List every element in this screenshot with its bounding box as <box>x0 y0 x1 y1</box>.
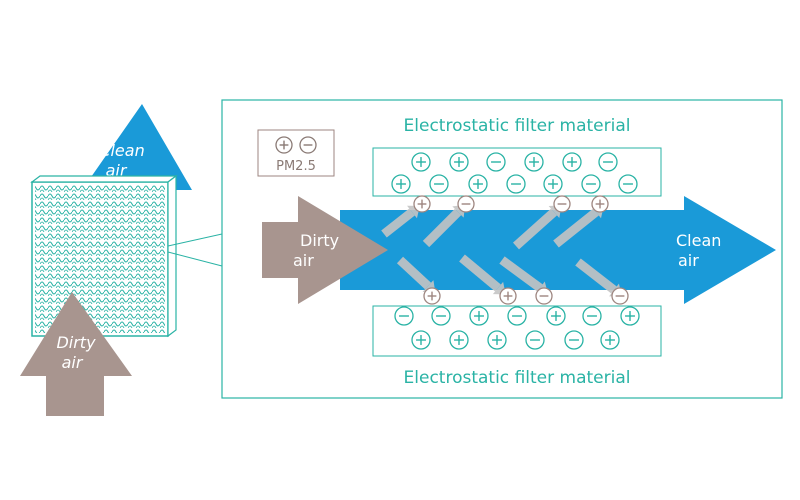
minus-charge-icon <box>525 330 545 350</box>
charged-particles <box>413 195 629 305</box>
pm-legend-icons <box>275 136 317 154</box>
particle-plus-icon <box>413 195 431 213</box>
plus-charge-icon <box>391 174 411 194</box>
plus-charge-icon <box>411 152 431 172</box>
plus-charge-icon <box>469 306 489 326</box>
filter-block <box>30 174 178 338</box>
minus-charge-icon <box>507 306 527 326</box>
pm-legend-box <box>257 129 335 177</box>
particle-plus-icon <box>423 287 441 305</box>
pm-plus-icon <box>275 136 293 154</box>
minus-charge-icon <box>394 306 414 326</box>
minus-charge-icon <box>598 152 618 172</box>
top-material-title: Electrostatic filter material <box>404 116 631 136</box>
plus-charge-icon <box>546 306 566 326</box>
outer-dirty-air-label-1: Dirty <box>56 333 96 352</box>
outer-clean-air-arrow <box>82 104 192 232</box>
plus-charge-icon <box>524 152 544 172</box>
inner-dirty-air-arrow <box>262 196 388 304</box>
inner-clean-air-label-1: Clean <box>676 231 721 250</box>
particle-plus-icon <box>499 287 517 305</box>
zoom-line-bottom <box>167 251 223 267</box>
minus-charge-icon <box>581 174 601 194</box>
plus-charge-icon <box>620 306 640 326</box>
zoom-line-top <box>167 233 223 247</box>
top-panel-charges <box>391 152 638 194</box>
plus-charge-icon <box>449 152 469 172</box>
outer-clean-air-label-2: air <box>106 161 128 180</box>
plus-charge-icon <box>487 330 507 350</box>
plus-charge-icon <box>449 330 469 350</box>
particle-minus-icon <box>553 195 571 213</box>
particle-minus-icon <box>535 287 553 305</box>
minus-charge-icon <box>506 174 526 194</box>
minus-charge-icon <box>431 306 451 326</box>
pm-minus-icon <box>299 136 317 154</box>
particle-plus-icon <box>591 195 609 213</box>
minus-charge-icon <box>618 174 638 194</box>
minus-charge-icon <box>486 152 506 172</box>
particle-minus-icon <box>457 195 475 213</box>
inner-dirty-air-label-2: air <box>293 251 314 270</box>
plus-charge-icon <box>543 174 563 194</box>
minus-charge-icon <box>429 174 449 194</box>
outer-clean-air-label-1: Clean <box>99 141 144 160</box>
plus-charge-icon <box>411 330 431 350</box>
minus-charge-icon <box>564 330 584 350</box>
bottom-panel-charges <box>394 306 640 350</box>
inner-dirty-air-label-1: Dirty <box>300 231 339 250</box>
plus-charge-icon <box>562 152 582 172</box>
minus-charge-icon <box>582 306 602 326</box>
inner-clean-air-label-2: air <box>678 251 699 270</box>
outer-dirty-air-arrow <box>20 292 132 416</box>
bottom-material-title: Electrostatic filter material <box>404 368 631 388</box>
pm-legend-label: PM2.5 <box>276 159 316 174</box>
particle-minus-icon <box>611 287 629 305</box>
outer-dirty-air-label-2: air <box>62 353 84 372</box>
plus-charge-icon <box>600 330 620 350</box>
plus-charge-icon <box>468 174 488 194</box>
